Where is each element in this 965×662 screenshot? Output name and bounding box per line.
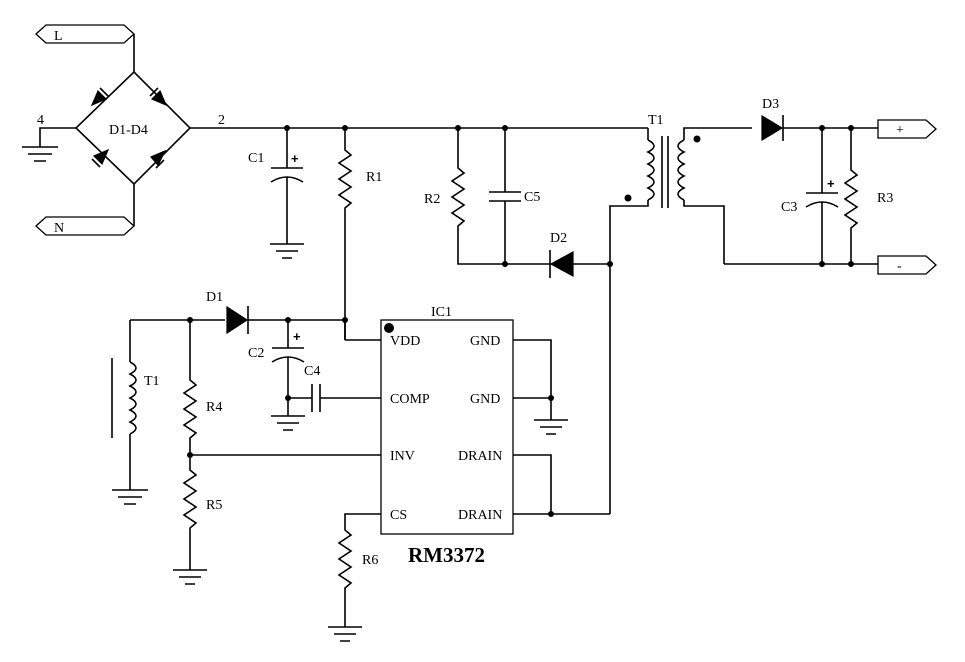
node-2-label: 2: [218, 113, 225, 128]
port-line-label: L: [54, 29, 63, 44]
ic-rm3372: IC1 VDD COMP INV CS GND GND DRAIN DRAIN …: [380, 305, 514, 567]
transformer-t1: T1: [609, 113, 752, 514]
capacitor-c1: C1 +: [248, 128, 304, 259]
bridge-rectifier: D1-D4: [74, 70, 192, 186]
pin-drain-1: DRAIN: [458, 449, 502, 464]
wire-drain: [513, 454, 552, 514]
pin-drain-2: DRAIN: [458, 508, 502, 523]
resistor-r3: R3: [843, 128, 893, 264]
c4-label: C4: [304, 364, 320, 379]
r1-label: R1: [366, 170, 382, 185]
port-neutral-label: N: [54, 221, 64, 236]
diode-d2: D2: [549, 231, 574, 278]
junction: [502, 261, 508, 267]
c1-label: C1: [248, 151, 264, 166]
port-neutral: N: [35, 216, 135, 236]
c2-label: C2: [248, 346, 264, 361]
out-pos-label: +: [896, 123, 904, 138]
node-4-label: 4: [37, 113, 44, 128]
aux-winding-t1: T1: [111, 320, 160, 505]
port-output-negative: -: [877, 255, 937, 275]
ic-designator: IC1: [431, 305, 452, 320]
pin-gnd-1: GND: [470, 334, 500, 349]
capacitor-c2: C2 +: [248, 320, 305, 431]
d2-label: D2: [550, 231, 567, 246]
pin-comp: COMP: [390, 392, 430, 407]
resistor-r6: R6: [328, 513, 381, 642]
ground-bridge: 4: [22, 113, 76, 162]
diode-d1: D1: [206, 290, 346, 340]
c3-label: C3: [781, 200, 797, 215]
port-line: L: [35, 24, 135, 44]
c2-polarity: +: [293, 329, 301, 344]
pin-inv: INV: [390, 449, 415, 464]
pin-vdd: VDD: [390, 334, 420, 349]
pin-gnd-2: GND: [470, 392, 500, 407]
r2-label: R2: [424, 192, 440, 207]
resistor-r2: R2: [424, 128, 610, 265]
resistor-r1: R1: [337, 128, 382, 340]
t1-aux-label: T1: [144, 374, 160, 389]
d1-label: D1: [206, 290, 223, 305]
c5-label: C5: [524, 190, 540, 205]
junction: [848, 261, 854, 267]
junction: [819, 261, 825, 267]
ic-part-number: RM3372: [408, 543, 485, 567]
resistor-r5: R5: [173, 455, 222, 585]
t1-main-label: T1: [648, 113, 664, 128]
port-output-positive: +: [877, 119, 937, 139]
pin-cs: CS: [390, 508, 407, 523]
c1-polarity: +: [291, 151, 299, 166]
resistor-r4: R4: [182, 320, 222, 455]
r5-label: R5: [206, 498, 222, 513]
r4-label: R4: [206, 400, 222, 415]
capacitor-c3: C3 +: [781, 128, 839, 264]
r6-label: R6: [362, 553, 378, 568]
capacitor-c4: C4: [288, 364, 381, 412]
junction: [548, 511, 554, 517]
r3-label: R3: [877, 191, 893, 206]
ground-ic: [534, 419, 568, 435]
d3-label: D3: [762, 97, 779, 112]
out-neg-label: -: [897, 259, 902, 274]
capacitor-c5: C5: [489, 128, 540, 264]
junction: [548, 395, 554, 401]
diode-d3: D3: [761, 97, 878, 142]
c3-polarity: +: [827, 176, 835, 191]
bridge-label: D1-D4: [109, 123, 148, 138]
wire-gnd: [513, 339, 552, 420]
